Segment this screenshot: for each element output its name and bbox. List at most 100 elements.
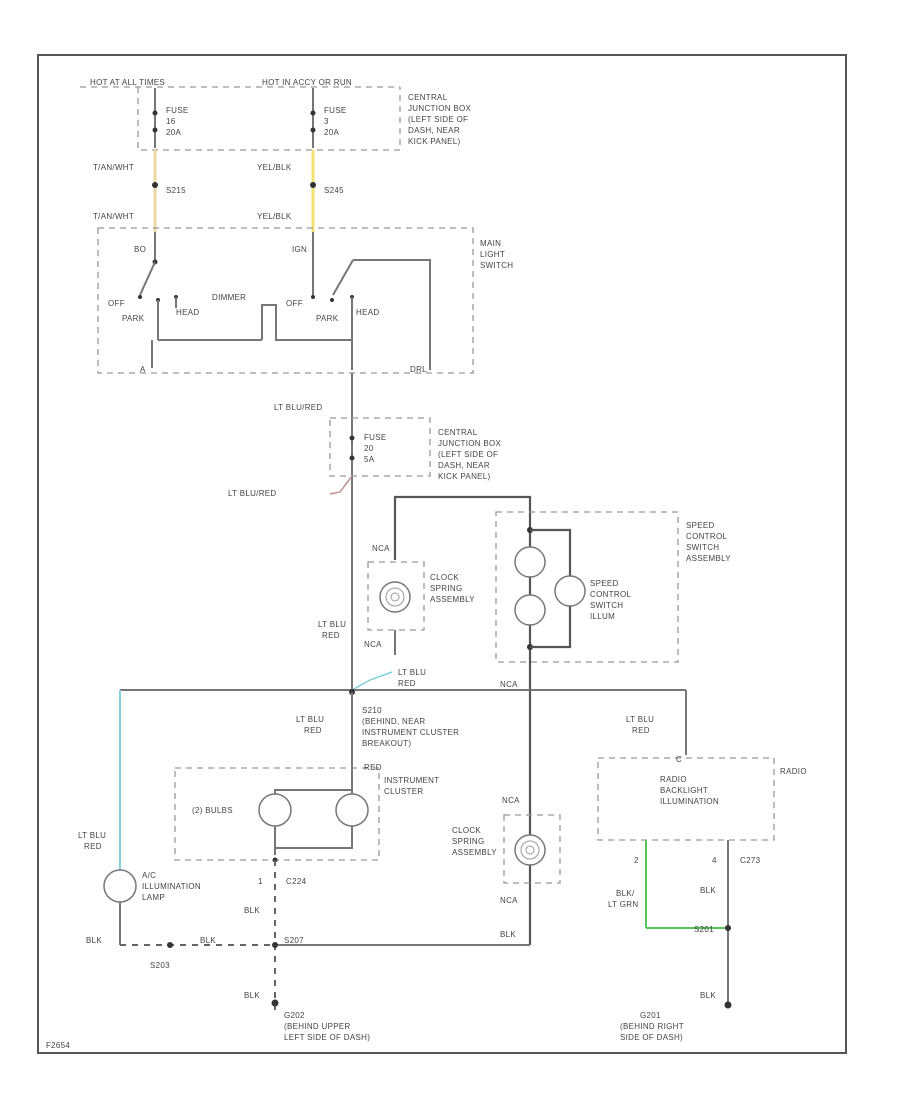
splice-s215-dot <box>152 182 158 188</box>
head-label-right: HEAD <box>356 308 379 317</box>
svg-text:JUNCTION BOX: JUNCTION BOX <box>438 439 502 448</box>
lt-blu-red-tap <box>351 671 393 691</box>
svg-text:SPRING: SPRING <box>430 584 462 593</box>
c224-label: C224 <box>286 877 307 886</box>
svg-text:ILLUMINATION: ILLUMINATION <box>142 882 201 891</box>
red-label-5: RED <box>84 842 102 851</box>
svg-text:A/C: A/C <box>142 871 156 880</box>
cjb-top-label: CENTRAL JUNCTION BOX (LEFT SIDE OF DASH,… <box>408 93 472 146</box>
svg-text:KICK PANEL): KICK PANEL) <box>438 472 491 481</box>
head-label-left: HEAD <box>176 308 199 317</box>
nca-label-2: NCA <box>364 640 382 649</box>
lt-blu-label-2: LT BLU <box>398 668 426 677</box>
instrument-cluster-label: INSTRUMENT CLUSTER <box>384 776 439 796</box>
svg-text:BLK/: BLK/ <box>616 889 635 898</box>
nca-label-3: NCA <box>500 680 518 689</box>
svg-text:DASH, NEAR: DASH, NEAR <box>408 126 460 135</box>
red-label: RED <box>322 631 340 640</box>
blk-label-3: BLK <box>700 886 716 895</box>
drl-label: DRL <box>410 365 427 374</box>
svg-text:SWITCH: SWITCH <box>590 601 623 610</box>
clock-spring-upper-coil-core <box>390 592 400 602</box>
svg-text:20: 20 <box>364 444 374 453</box>
svg-text:G201: G201 <box>640 1011 661 1020</box>
ac-illumination-bulb <box>103 869 137 903</box>
clock-spring-upper-box <box>367 561 425 631</box>
pin-c-label: C <box>676 755 682 764</box>
blk-label-5: BLK <box>86 936 102 945</box>
park-contact-right <box>330 298 334 302</box>
cjb-top-box <box>137 87 401 151</box>
fuse-3-label: FUSE 3 20A <box>324 106 347 137</box>
svg-text:JUNCTION BOX: JUNCTION BOX <box>408 104 472 113</box>
clock-spring-lower-coil <box>514 834 546 866</box>
dimmer-link <box>261 304 352 341</box>
s201-label: S201 <box>694 925 714 934</box>
svg-text:CLUSTER: CLUSTER <box>384 787 423 796</box>
svg-text:BACKLIGHT: BACKLIGHT <box>660 786 708 795</box>
radio-illum-label: RADIO BACKLIGHT ILLUMINATION <box>660 775 719 806</box>
svg-text:CONTROL: CONTROL <box>686 532 727 541</box>
lt-blu-label-5: LT BLU <box>78 831 106 840</box>
pin-1-label: 1 <box>258 877 263 886</box>
svg-text:SWITCH: SWITCH <box>686 543 719 552</box>
splice-s245-dot <box>310 182 316 188</box>
svg-text:(LEFT SIDE OF: (LEFT SIDE OF <box>408 115 468 124</box>
diagram-frame <box>37 54 847 1054</box>
pin-2-label: 2 <box>634 856 639 865</box>
nca-label-1: NCA <box>372 544 390 553</box>
cjb-mid-label: CENTRAL JUNCTION BOX (LEFT SIDE OF DASH,… <box>438 428 502 481</box>
svg-text:20A: 20A <box>166 128 181 137</box>
svg-text:FUSE: FUSE <box>364 433 387 442</box>
fuse-16-terminal <box>152 110 158 116</box>
s215-label: S215 <box>166 186 186 195</box>
svg-text:SPEED: SPEED <box>686 521 715 530</box>
blk-label-6: BLK <box>200 936 216 945</box>
drl-wire <box>353 259 431 370</box>
speed-control-assy-label: SPEED CONTROL SWITCH ASSEMBLY <box>686 521 731 563</box>
off-contact-left <box>138 295 142 299</box>
cluster-bulb-1 <box>258 793 292 827</box>
red-label-cluster: RED <box>364 763 382 772</box>
ac-illumination-label: A/C ILLUMINATION LAMP <box>142 871 201 902</box>
svg-text:SIDE OF DASH): SIDE OF DASH) <box>620 1033 683 1042</box>
svg-text:LIGHT: LIGHT <box>480 250 505 259</box>
svg-text:(BEHIND UPPER: (BEHIND UPPER <box>284 1022 351 1031</box>
svg-text:SWITCH: SWITCH <box>480 261 513 270</box>
svg-text:S210: S210 <box>362 706 382 715</box>
fuse-20-terminal-2 <box>349 455 355 461</box>
switch-bo-label: BO <box>134 245 146 254</box>
svg-text:G202: G202 <box>284 1011 305 1020</box>
park-label-left: PARK <box>122 314 145 323</box>
clock-spring-lower-label: CLOCK SPRING ASSEMBLY <box>452 826 497 857</box>
radio-box <box>597 757 775 841</box>
svg-text:CLOCK: CLOCK <box>452 826 481 835</box>
svg-text:FUSE: FUSE <box>324 106 347 115</box>
switch-right-blade <box>332 259 354 296</box>
pin-4-label: 4 <box>712 856 717 865</box>
park-label-right: PARK <box>316 314 339 323</box>
nca-label-5: NCA <box>500 896 518 905</box>
splice-s201-dot <box>725 925 731 931</box>
svg-text:ASSEMBLY: ASSEMBLY <box>452 848 497 857</box>
svg-text:LEFT SIDE OF DASH): LEFT SIDE OF DASH) <box>284 1033 370 1042</box>
g202-location-label: G202 (BEHIND UPPER LEFT SIDE OF DASH) <box>284 1011 370 1042</box>
svg-text:KICK PANEL): KICK PANEL) <box>408 137 461 146</box>
clock-spring-lower-coil-core <box>525 845 535 855</box>
main-light-switch-label: MAIN LIGHT SWITCH <box>480 239 513 270</box>
s203-label: S203 <box>150 961 170 970</box>
clock-spring-upper-coil <box>379 581 411 613</box>
svg-text:ASSEMBLY: ASSEMBLY <box>430 595 475 604</box>
hot-in-accy-label: HOT IN ACCY OR RUN <box>262 78 352 87</box>
clock-spring-upper-label: CLOCK SPRING ASSEMBLY <box>430 573 475 604</box>
svg-text:(LEFT SIDE OF: (LEFT SIDE OF <box>438 450 498 459</box>
diagram-code: F2654 <box>46 1041 70 1050</box>
radio-label: RADIO <box>780 767 807 776</box>
splice-s203-dot <box>167 942 173 948</box>
cluster-bulb-2 <box>335 793 369 827</box>
fuse-16-label: FUSE 16 20A <box>166 106 188 137</box>
svg-text:LT GRN: LT GRN <box>608 900 638 909</box>
svg-text:CENTRAL: CENTRAL <box>438 428 478 437</box>
svg-text:16: 16 <box>166 117 176 126</box>
